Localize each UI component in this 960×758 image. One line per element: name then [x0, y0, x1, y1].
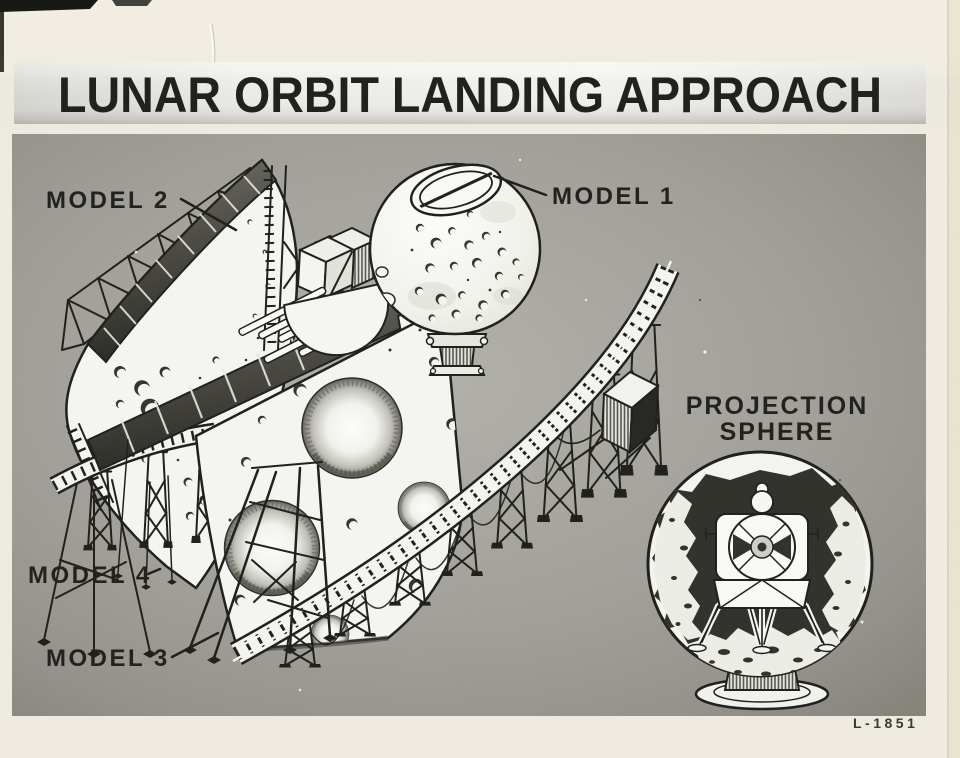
illustration-panel: MODEL 2 MODEL 1 MODEL 4 MODEL 3 PROJECTI…	[12, 134, 926, 716]
reference-number: L-1851	[853, 715, 918, 731]
paper-right-edge	[948, 0, 960, 758]
title-band: LUNAR ORBIT LANDING APPROACH	[14, 62, 926, 124]
film-grain	[12, 134, 926, 716]
scan-edge-top-left	[0, 0, 98, 12]
